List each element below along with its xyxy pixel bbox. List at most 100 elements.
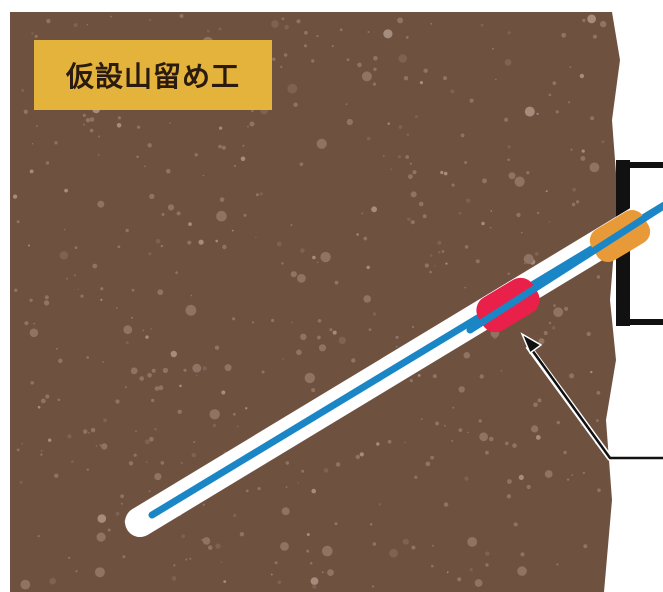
soil-speck bbox=[148, 490, 151, 492]
soil-speck bbox=[135, 430, 137, 432]
soil-speck bbox=[37, 535, 40, 538]
soil-speck bbox=[77, 288, 80, 291]
soil-speck bbox=[571, 202, 576, 207]
soil-speck bbox=[303, 44, 308, 48]
soil-speck bbox=[131, 317, 133, 319]
soil-speck bbox=[464, 245, 469, 249]
soil-speck bbox=[198, 239, 204, 245]
soil-speck bbox=[29, 169, 34, 174]
soil-speck bbox=[99, 444, 102, 447]
soil-speck bbox=[297, 273, 306, 283]
soil-speck bbox=[21, 88, 25, 92]
soil-speck bbox=[406, 133, 410, 137]
soil-speck bbox=[403, 76, 409, 81]
soil-speck bbox=[271, 20, 279, 28]
soil-speck bbox=[463, 352, 471, 359]
soil-speck bbox=[376, 442, 380, 446]
soil-speck bbox=[581, 149, 585, 153]
soil-speck bbox=[242, 144, 245, 147]
soil-speck bbox=[83, 429, 88, 434]
soil-speck bbox=[151, 368, 156, 373]
soil-speck bbox=[96, 532, 106, 542]
soil-speck bbox=[441, 250, 445, 253]
soil-speck bbox=[589, 162, 600, 173]
soil-speck bbox=[535, 435, 541, 440]
soil-speck bbox=[115, 511, 120, 516]
soil-speck bbox=[29, 298, 33, 302]
soil-speck bbox=[309, 562, 313, 565]
soil-speck bbox=[33, 322, 36, 325]
soil-speck bbox=[332, 330, 337, 335]
soil-speck bbox=[568, 101, 571, 104]
soil-speck bbox=[183, 368, 187, 372]
soil-speck bbox=[290, 271, 297, 278]
soil-speck bbox=[507, 272, 510, 275]
soil-speck bbox=[148, 18, 152, 22]
leader-arrow bbox=[530, 349, 663, 460]
soil-speck bbox=[390, 168, 392, 171]
soil-speck bbox=[489, 436, 494, 442]
soil-speck bbox=[71, 460, 74, 463]
soil-speck bbox=[458, 211, 462, 215]
soil-speck bbox=[297, 482, 300, 484]
soil-speck bbox=[88, 431, 90, 434]
soil-speck bbox=[545, 190, 548, 193]
soil-speck bbox=[34, 34, 38, 38]
soil-speck bbox=[464, 161, 468, 164]
soil-speck bbox=[430, 22, 433, 25]
soil-speck bbox=[458, 428, 463, 432]
soil-speck bbox=[180, 462, 183, 464]
soil-speck bbox=[83, 123, 85, 126]
soil-speck bbox=[193, 441, 196, 444]
soil-speck bbox=[335, 462, 341, 467]
soil-speck bbox=[512, 443, 517, 448]
soil-speck bbox=[160, 244, 164, 248]
soil-speck bbox=[97, 153, 100, 157]
soil-speck bbox=[155, 238, 161, 244]
soil-speck bbox=[566, 478, 570, 481]
soil-speck bbox=[424, 263, 429, 268]
soil-speck bbox=[233, 513, 237, 518]
soil-speck bbox=[85, 118, 91, 123]
soil-speck bbox=[355, 454, 360, 460]
soil-speck bbox=[40, 398, 46, 404]
soil-speck bbox=[552, 81, 557, 85]
soil-speck bbox=[45, 394, 50, 399]
soil-speck bbox=[586, 331, 591, 337]
soil-speck bbox=[125, 341, 129, 345]
soil-speck bbox=[293, 102, 298, 107]
soil-speck bbox=[514, 176, 525, 187]
soil-speck bbox=[571, 474, 573, 476]
soil-speck bbox=[569, 373, 575, 379]
soil-speck bbox=[202, 366, 207, 371]
soil-speck bbox=[209, 409, 220, 420]
soil-speck bbox=[320, 251, 331, 263]
soil-speck bbox=[240, 156, 246, 162]
soil-speck bbox=[536, 112, 539, 115]
soil-speck bbox=[285, 486, 288, 488]
soil-speck bbox=[418, 201, 424, 207]
soil-speck bbox=[433, 265, 436, 267]
soil-speck bbox=[583, 544, 588, 549]
soil-speck bbox=[485, 450, 489, 455]
soil-mass bbox=[10, 12, 620, 592]
soil-speck bbox=[504, 59, 512, 66]
soil-speck bbox=[346, 118, 353, 126]
soil-speck bbox=[397, 17, 404, 24]
soil-speck bbox=[357, 62, 362, 68]
soil-speck bbox=[117, 245, 121, 249]
soil-speck bbox=[13, 194, 18, 199]
soil-speck bbox=[508, 172, 516, 180]
soil-speck bbox=[505, 441, 509, 446]
soil-speck bbox=[207, 29, 210, 33]
soil-speck bbox=[414, 475, 418, 479]
soil-speck bbox=[148, 252, 152, 256]
soil-speck bbox=[538, 338, 545, 345]
soil-speck bbox=[531, 425, 539, 433]
soil-speck bbox=[569, 66, 572, 68]
soil-speck bbox=[366, 265, 370, 270]
soil-speck bbox=[90, 427, 96, 433]
soil-speck bbox=[86, 356, 90, 359]
soil-speck bbox=[435, 421, 440, 426]
soil-speck bbox=[67, 434, 72, 439]
